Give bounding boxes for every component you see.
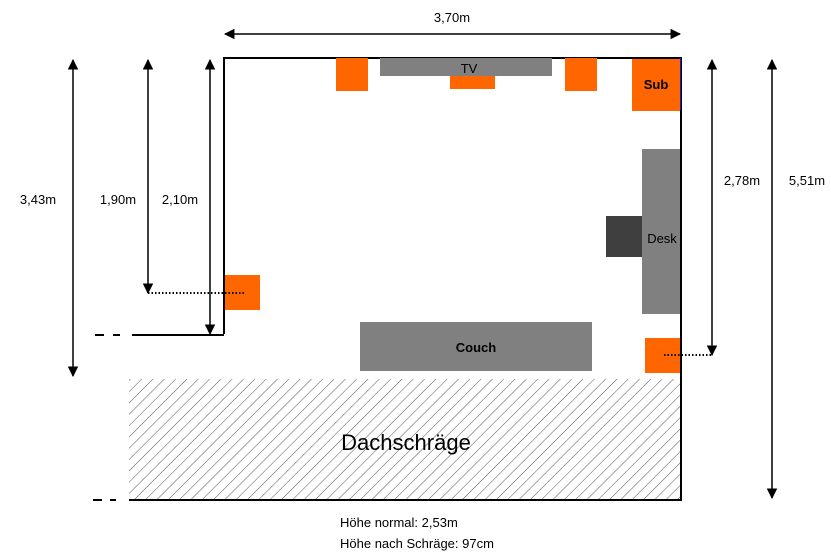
left-outer-label: 3,43m xyxy=(20,192,56,207)
left-wall-label: 2,10m xyxy=(162,192,198,207)
speaker-rear-right xyxy=(645,338,680,373)
tv-box xyxy=(380,58,552,76)
tv-label: TV xyxy=(461,61,478,76)
couch-box xyxy=(360,322,592,371)
desk-label: Desk xyxy=(647,231,677,246)
couch-label: Couch xyxy=(456,340,497,355)
speaker-front-left xyxy=(336,58,368,91)
speaker-front-right xyxy=(565,58,597,91)
subwoofer-box xyxy=(632,59,680,111)
total-height-label: 5,51m xyxy=(789,173,825,188)
desk-box xyxy=(642,149,680,314)
roof-slope-label: Dachschräge xyxy=(341,430,471,455)
left-speaker-label: 1,90m xyxy=(100,192,136,207)
monitor-box xyxy=(606,216,642,257)
width-label: 3,70m xyxy=(434,10,470,25)
speaker-center xyxy=(450,74,495,89)
height-normal-note: Höhe normal: 2,53m xyxy=(340,515,458,530)
subwoofer-label: Sub xyxy=(644,77,669,92)
roof-slope-area xyxy=(129,379,680,500)
height-slope-note: Höhe nach Schräge: 97cm xyxy=(340,536,494,551)
right-speaker-label: 2,78m xyxy=(724,173,760,188)
